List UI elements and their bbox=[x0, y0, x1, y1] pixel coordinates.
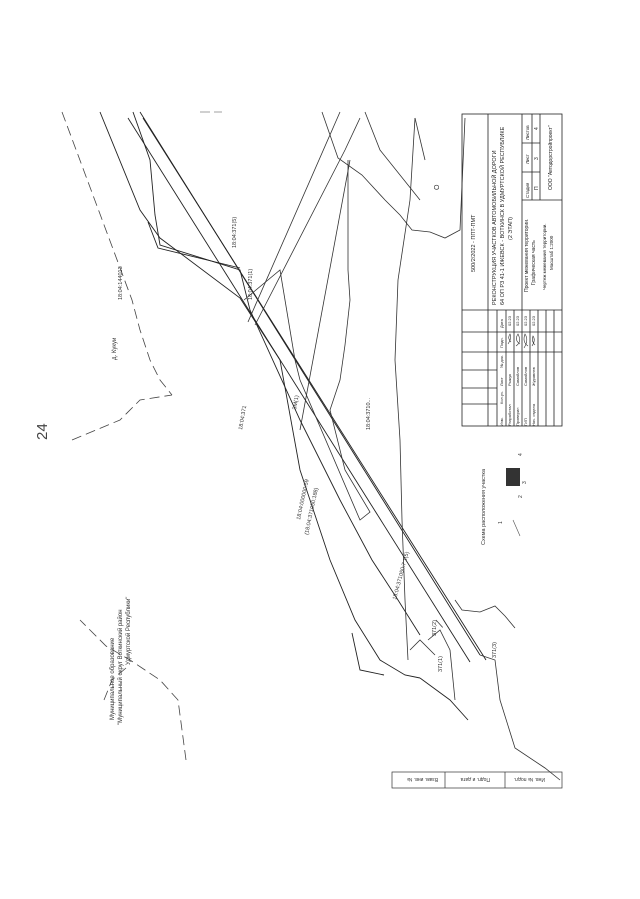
col-podp: Подп. bbox=[499, 337, 504, 348]
label-l10: 371(1) bbox=[438, 656, 444, 672]
role-0: Разработал bbox=[507, 404, 512, 426]
project-title-2: 64 ОП РЗ 41-1 ИЖЕВСК - ВОТКИНСК В УДМУРТ… bbox=[498, 126, 506, 305]
name-2: Самойлов bbox=[523, 367, 528, 386]
col-doc: № док. bbox=[499, 355, 504, 368]
dashed-boundaries bbox=[61, 111, 446, 761]
location-scheme-title: Схема расположения участка bbox=[481, 468, 487, 545]
role-3: Нач. отдела bbox=[531, 403, 536, 426]
signature-2 bbox=[515, 333, 521, 347]
parcel-top-label: 18:04:144013 bbox=[118, 266, 124, 300]
label-l2: 18:04:371(1) bbox=[248, 269, 254, 300]
sheet-title-1: Чертеж межевания территории. bbox=[542, 223, 547, 290]
stage-value-1: 3 bbox=[534, 157, 540, 160]
role-2: ГИП bbox=[523, 418, 528, 426]
label-l11: 371(3) bbox=[492, 642, 498, 658]
role-1: Проверил bbox=[515, 407, 520, 426]
date-3: 02.23 bbox=[531, 315, 536, 326]
map-labels: д. Кукуи 18:04:144013 Муниципальное обра… bbox=[110, 184, 498, 725]
label-l8: 18:04:371050:7 1(5) bbox=[392, 551, 411, 601]
project-title-3: (2 ЭТАП) bbox=[508, 217, 514, 240]
location-scheme: Схема расположения участка 1 2 3 4 bbox=[481, 453, 528, 545]
section-2: Графическая часть bbox=[531, 240, 537, 285]
village-label: д. Кукуи bbox=[112, 338, 118, 360]
date-1: 02.23 bbox=[515, 315, 520, 326]
date-2: 02.23 bbox=[523, 315, 528, 326]
label-l7: 18:04:3710... bbox=[366, 397, 372, 430]
section-1: Проект межевания территории. bbox=[524, 219, 530, 292]
signature-3 bbox=[523, 333, 529, 349]
stage-header-2: Листов bbox=[525, 125, 530, 140]
signature-1 bbox=[507, 333, 512, 345]
stage-value-2: 4 bbox=[534, 127, 540, 130]
location-number-1: 1 bbox=[498, 521, 504, 524]
signatures bbox=[507, 333, 536, 349]
sign-date-label: Подп. и дата bbox=[460, 776, 490, 782]
label-l4: ЗМ(1) bbox=[292, 395, 300, 411]
stage-header-0: Стадия bbox=[525, 182, 530, 198]
location-number-2: 2 bbox=[518, 495, 524, 498]
col-list: Лист bbox=[499, 377, 504, 386]
company: ООО "Автодорстройпроект" bbox=[547, 125, 554, 190]
location-number-4: 4 bbox=[518, 453, 524, 456]
date-0: 02.23 bbox=[507, 315, 512, 326]
location-number-3: 3 bbox=[522, 481, 528, 484]
margin-stamp: Инв. № подл. Подп. и дата Взам. инв. № bbox=[391, 771, 563, 789]
inv-podl-label: Инв. № подл. bbox=[514, 776, 545, 782]
name-0: Рыжук bbox=[507, 374, 512, 386]
col-izm: Изм. bbox=[499, 417, 504, 426]
vzam-inv-label: Взам. инв. № bbox=[407, 776, 438, 782]
doc-code: 500/2/2022 - ППТ-ПМТ bbox=[471, 214, 477, 272]
label-l12: О bbox=[434, 184, 441, 190]
name-3: Журавлев bbox=[531, 367, 536, 386]
signature-4 bbox=[531, 335, 536, 347]
title-block bbox=[461, 113, 563, 427]
sheet-title-2: Масштаб 1:2000 bbox=[549, 235, 554, 270]
stage-header-1: Лист bbox=[525, 154, 530, 164]
location-scheme-marker bbox=[506, 468, 520, 486]
municipality-line3: Удмуртской Республики" bbox=[125, 597, 132, 665]
project-title-1: РЕКОНСТРУКЦИЯ УЧАСТКОВ АВТОМОБИЛЬНОЙ ДОР… bbox=[490, 150, 498, 305]
col-kol: Кол.уч. bbox=[499, 391, 504, 404]
label-l3: 18:04:371 bbox=[238, 405, 248, 430]
title-block-text: 500/2/2022 - ППТ-ПМТ РЕКОНСТРУКЦИЯ УЧАСТ… bbox=[471, 125, 554, 426]
label-l1: 18:04:371(5) bbox=[232, 217, 238, 248]
municipality-line1: Муниципальное образование bbox=[110, 637, 116, 720]
name-1: Самойлов bbox=[515, 367, 520, 386]
label-l9: 371(2) bbox=[432, 620, 438, 636]
stage-value-0: П bbox=[534, 186, 540, 190]
road-corridor bbox=[99, 111, 487, 721]
parcel-boundaries bbox=[243, 111, 561, 781]
municipality-line2: "Муниципальный округ Воткинский район bbox=[117, 609, 124, 725]
col-data: Дата bbox=[499, 318, 504, 328]
